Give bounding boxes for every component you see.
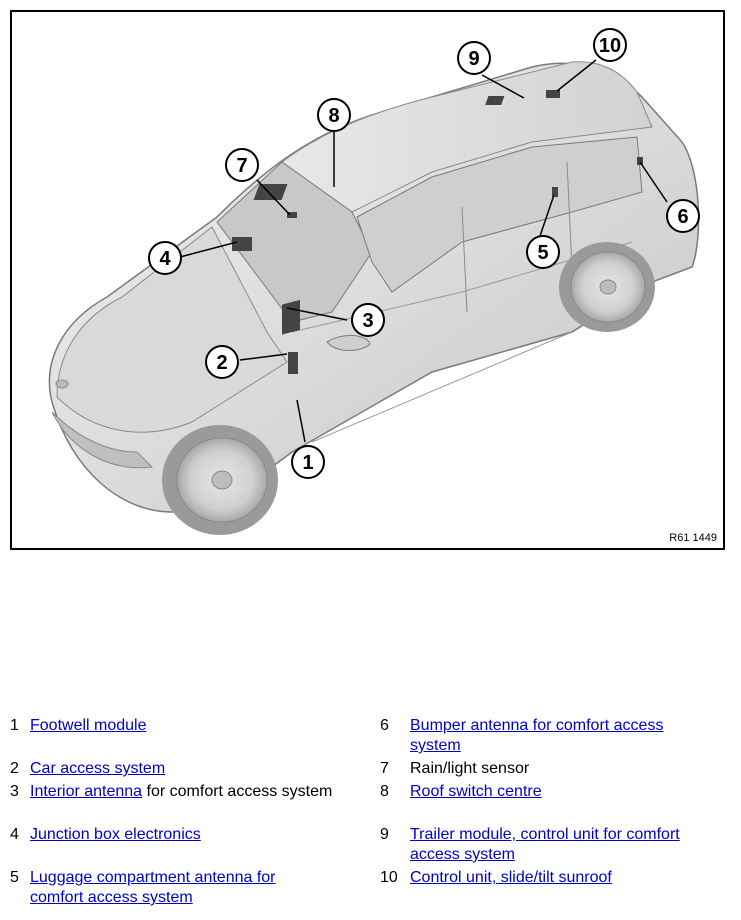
legend-number: 8 (380, 783, 389, 800)
legend-link[interactable]: Roof switch centre (410, 783, 542, 800)
callout-5: 5 (526, 235, 560, 269)
legend-number: 1 (10, 717, 19, 734)
legend-description: Interior antenna for comfort access syst… (30, 782, 340, 802)
legend-link[interactable]: Control unit, slide/tilt sunroof (410, 869, 612, 886)
legend-number: 7 (380, 760, 389, 777)
callout-1: 1 (291, 445, 325, 479)
callout-10: 10 (593, 28, 627, 62)
car-diagram-figure: 1 2 3 4 5 6 7 8 9 10 R61 1449 (10, 10, 725, 550)
legend-number: 3 (10, 783, 19, 800)
rear-wheel (559, 242, 655, 332)
legend-link[interactable]: Car access system (30, 760, 166, 777)
legend-description: Control unit, slide/tilt sunroof (410, 868, 700, 888)
legend-link[interactable]: Luggage compartment antenna for comfort … (30, 869, 276, 906)
car-illustration: 1 2 3 4 5 6 7 8 9 10 (48, 28, 700, 535)
callout-number: 6 (677, 206, 688, 228)
legend-number: 9 (380, 826, 389, 843)
callout-number: 2 (216, 352, 227, 374)
legend-description: Rain/light sensor (410, 759, 700, 779)
callout-7: 7 (225, 148, 259, 182)
legend-link[interactable]: Trailer module, control unit for comfort… (410, 826, 680, 863)
legend-link[interactable]: Bumper antenna for comfort access system (410, 717, 664, 754)
legend-link[interactable]: Junction box electronics (30, 826, 201, 843)
callout-number: 4 (159, 248, 171, 270)
legend-description: Trailer module, control unit for comfort… (410, 825, 700, 865)
callout-8: 8 (317, 98, 351, 132)
car-windshield (216, 161, 373, 323)
callout-9: 9 (457, 41, 491, 75)
legend-number: 2 (10, 760, 19, 777)
callout-circles: 1 2 3 4 5 6 7 8 9 10 (148, 28, 700, 479)
legend-description: Car access system (30, 759, 340, 779)
car-roof (281, 61, 653, 213)
callout-3: 3 (351, 303, 385, 337)
legend-plain-text: Rain/light sensor (410, 760, 530, 777)
callout-number: 8 (328, 105, 339, 127)
callout-number: 7 (236, 155, 247, 177)
legend-link[interactable]: Interior antenna (30, 783, 143, 800)
legend-description: Roof switch centre (410, 782, 700, 802)
legend-description: Bumper antenna for comfort access system (410, 716, 700, 756)
legend-number: 10 (380, 869, 398, 886)
component-markers (232, 90, 643, 374)
legend-description: Footwell module (30, 716, 340, 736)
callout-number: 1 (302, 452, 313, 474)
callout-number: 10 (599, 35, 621, 57)
legend-description: Junction box electronics (30, 825, 340, 845)
callout-number: 3 (362, 310, 373, 332)
front-wheel (162, 425, 278, 535)
callout-6: 6 (666, 199, 700, 233)
callout-4: 4 (148, 241, 182, 275)
callout-2: 2 (205, 345, 239, 379)
figure-reference-code: R61 1449 (669, 532, 717, 544)
legend-link[interactable]: Footwell module (30, 717, 147, 734)
legend-number: 4 (10, 826, 19, 843)
car-side-windows (356, 136, 643, 293)
callout-leaders (179, 59, 668, 443)
legend-description: Luggage compartment antenna for comfort … (30, 868, 310, 908)
legend-number: 5 (10, 869, 19, 886)
legend-number: 6 (380, 717, 389, 734)
callout-number: 9 (468, 48, 479, 70)
car-hood (56, 226, 288, 433)
callout-number: 5 (537, 242, 548, 264)
legend-plain-text: for comfort access system (142, 783, 333, 800)
